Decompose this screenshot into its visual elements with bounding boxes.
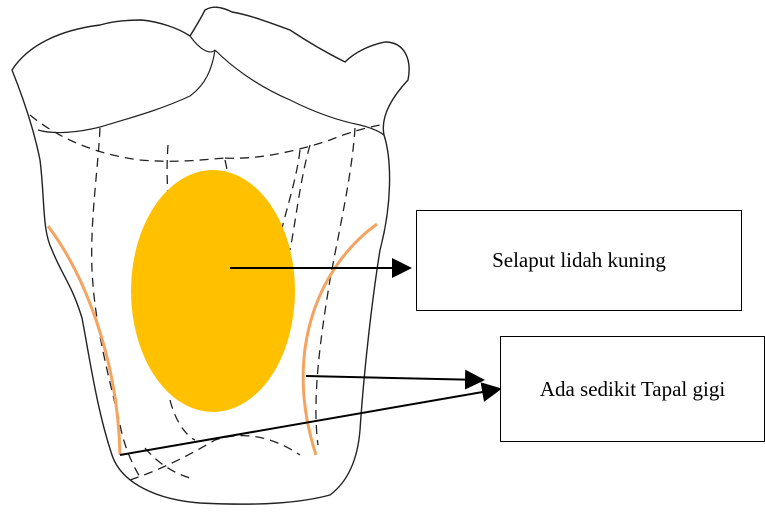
label-tooth-marks: Ada sedikit Tapal gigi — [500, 336, 765, 442]
left-tooth-mark-curve — [48, 226, 120, 455]
arrow-tooth-marks-upper — [306, 376, 483, 380]
tongue-ridge — [38, 50, 215, 133]
label-tooth-marks-text: Ada sedikit Tapal gigi — [540, 374, 725, 404]
yellow-coating-region — [131, 170, 295, 412]
label-yellow-coating: Selaput lidah kuning — [416, 210, 742, 311]
tongue-ridge — [190, 36, 215, 52]
label-yellow-coating-text: Selaput lidah kuning — [492, 248, 666, 273]
tongue-ridge — [215, 50, 384, 135]
